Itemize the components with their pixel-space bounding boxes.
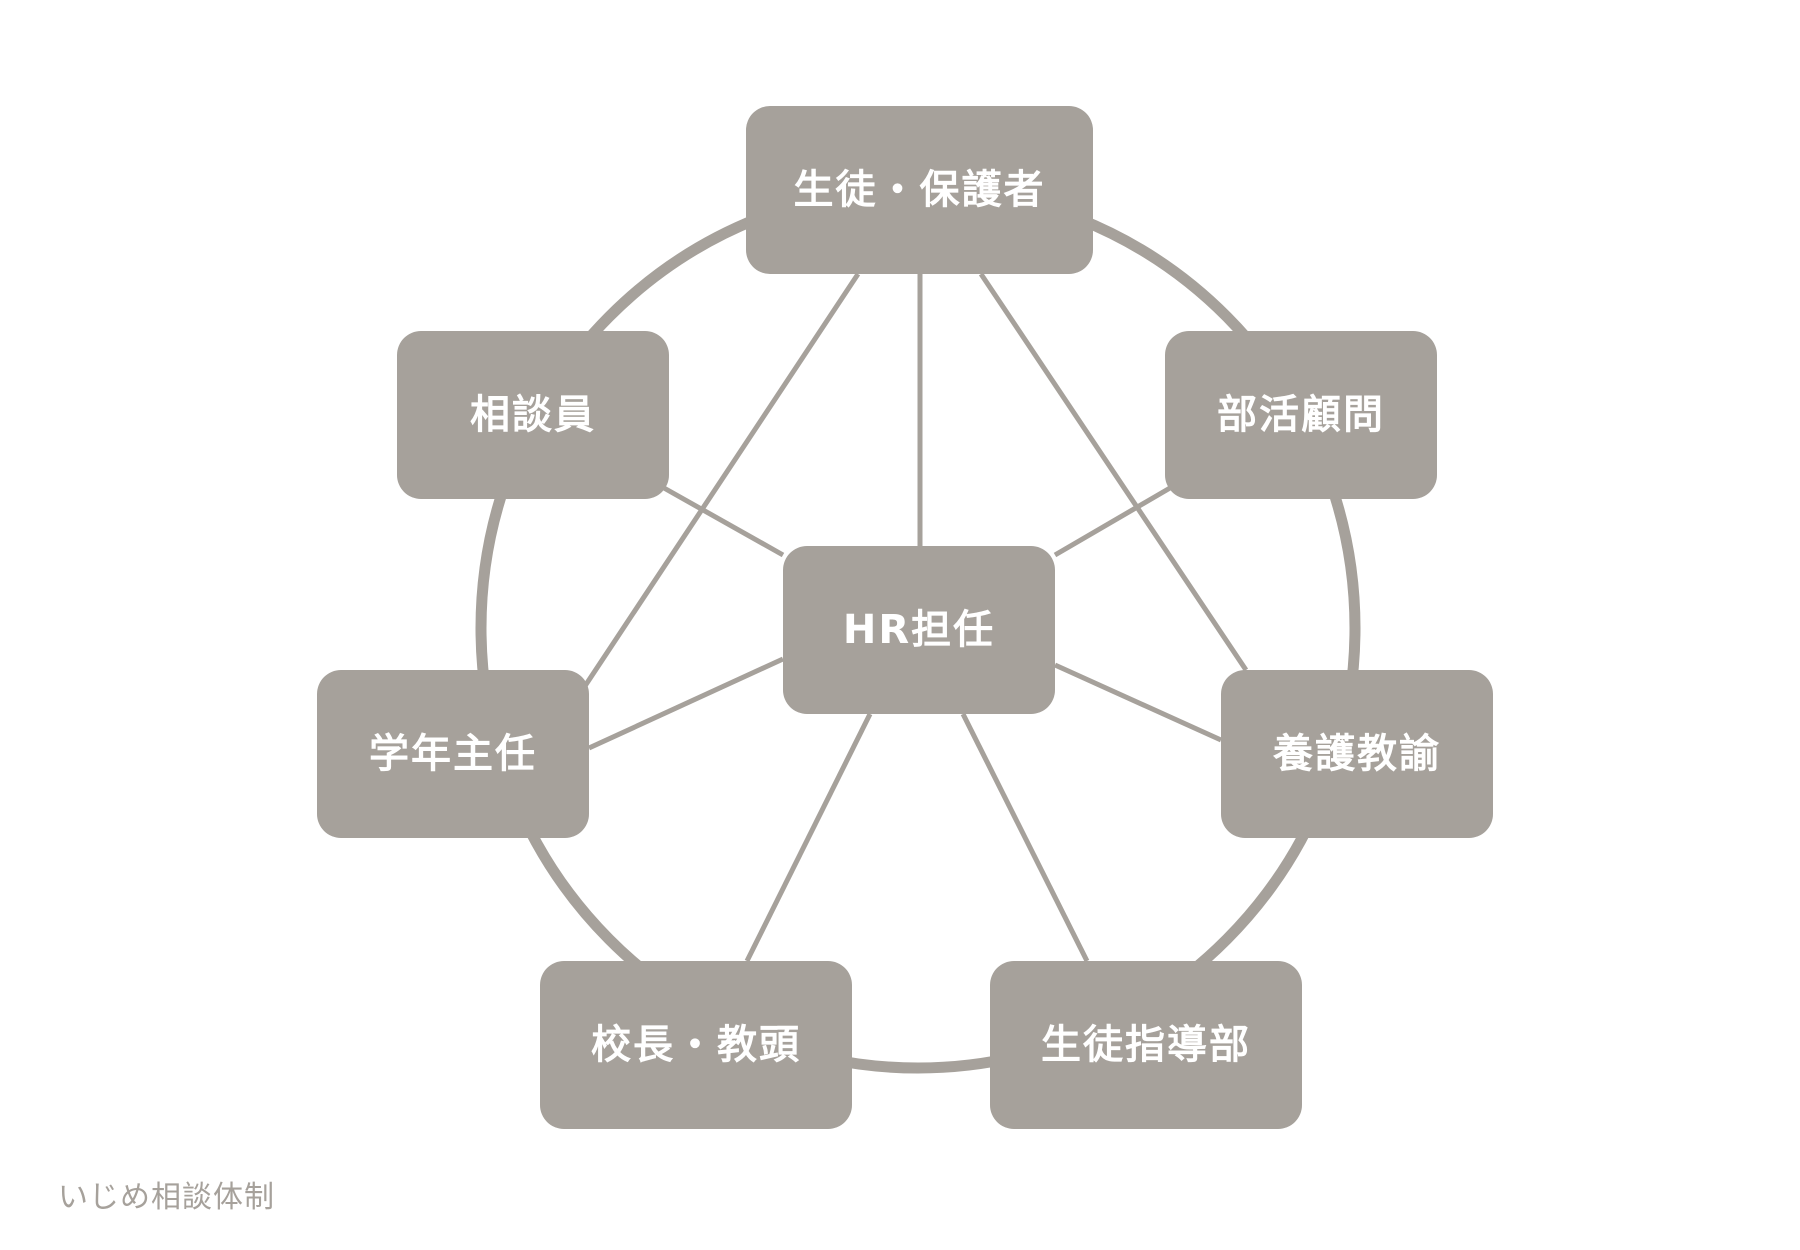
node-parents-label: 生徒・保護者 <box>794 167 1046 213</box>
node-grade: 学年主任 <box>317 670 589 838</box>
node-hr-box <box>783 546 1055 714</box>
link-hr-guidance <box>960 712 1090 963</box>
node-principal-box <box>540 961 852 1129</box>
node-guidance-box <box>990 961 1302 1129</box>
node-guidance-label: 生徒指導部 <box>1041 1022 1251 1068</box>
node-nurse-box <box>1221 670 1493 838</box>
node-hr-label: HR担任 <box>843 607 995 653</box>
node-club-box <box>1165 331 1437 499</box>
node-hr: HR担任 <box>783 546 1055 714</box>
link-hr-principal <box>744 712 873 963</box>
node-grade-box <box>317 670 589 838</box>
node-counselor-box <box>397 331 669 499</box>
diagram-caption: いじめ相談体制 <box>58 1180 275 1215</box>
node-guidance: 生徒指導部 <box>990 961 1302 1129</box>
node-principal: 校長・教頭 <box>540 961 852 1129</box>
link-hr-club <box>1053 485 1172 558</box>
link-hr-counselor <box>662 485 785 558</box>
link-parents-grade <box>582 272 861 688</box>
node-grade-label: 学年主任 <box>369 731 537 777</box>
node-nurse: 養護教諭 <box>1221 670 1493 838</box>
node-parents: 生徒・保護者 <box>746 106 1093 274</box>
link-parents-nurse <box>978 272 1249 672</box>
node-club: 部活顧問 <box>1165 331 1437 499</box>
node-nurse-label: 養護教諭 <box>1272 731 1441 777</box>
node-parents-box <box>746 106 1093 274</box>
link-hr-nurse <box>1053 662 1223 743</box>
node-principal-label: 校長・教頭 <box>591 1022 801 1068</box>
link-hr-grade <box>587 656 785 751</box>
links-layer <box>582 272 1249 963</box>
node-club-label: 部活顧問 <box>1217 392 1385 438</box>
node-counselor: 相談員 <box>397 331 669 499</box>
node-counselor-label: 相談員 <box>470 392 596 438</box>
